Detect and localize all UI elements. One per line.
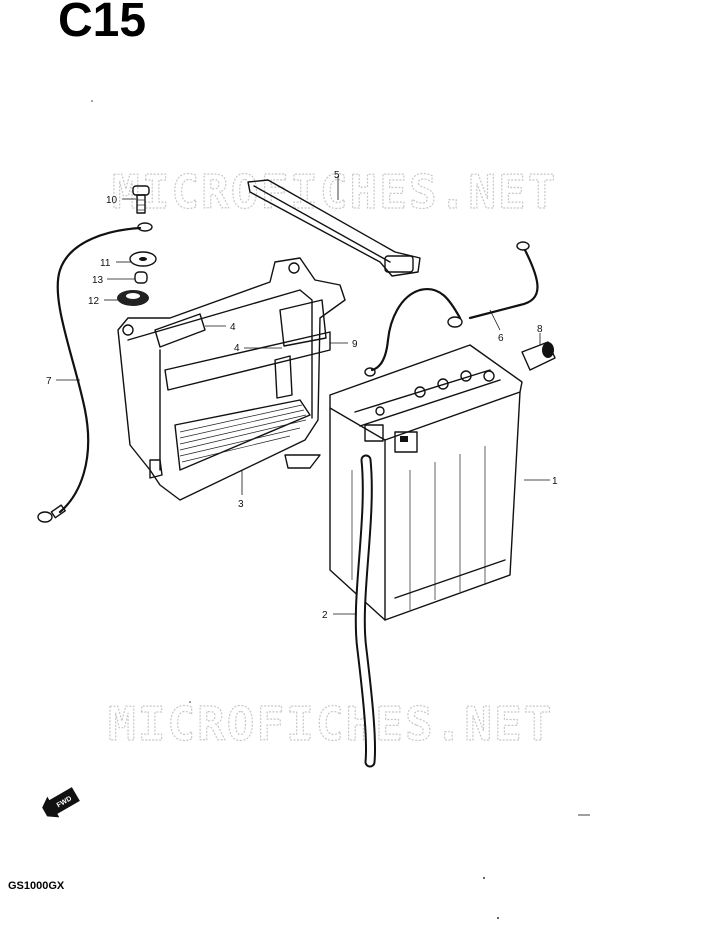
forward-arrow-icon: FWD xyxy=(42,787,80,818)
callout-7: 7 xyxy=(46,376,52,387)
callout-1: 1 xyxy=(552,476,558,487)
callout-2: 2 xyxy=(322,610,328,621)
watermark-top: MICROFICHES.NET xyxy=(112,165,557,219)
leader-lines xyxy=(56,176,550,615)
callout-5: 5 xyxy=(334,170,340,181)
callout-12: 12 xyxy=(88,296,100,307)
battery-lead-wire-part-6 xyxy=(364,241,539,377)
breather-tube-part-2 xyxy=(354,454,377,768)
battery-strap-part-5 xyxy=(247,179,421,277)
collar-part-13 xyxy=(134,271,148,284)
callout-6: 6 xyxy=(498,333,504,344)
battery-part-1 xyxy=(329,344,523,621)
cushion-part-12 xyxy=(117,290,149,306)
callout-8: 8 xyxy=(537,324,543,335)
battery-band-part-9 xyxy=(154,299,331,399)
battery-holder-part-3 xyxy=(117,257,346,501)
callout-10: 10 xyxy=(106,195,118,206)
washer-part-11 xyxy=(129,251,157,267)
callout-3: 3 xyxy=(238,499,244,510)
bolt-part-10 xyxy=(132,185,150,214)
watermark-bottom: MICROFICHES.NET xyxy=(108,697,553,751)
callout-4a: 4 xyxy=(230,322,236,333)
callout-9: 9 xyxy=(352,339,358,350)
terminal-cover-part-8 xyxy=(521,341,556,371)
callout-11: 11 xyxy=(100,258,111,269)
model-name: GS1000GX xyxy=(8,880,65,892)
callout-13: 13 xyxy=(92,275,104,286)
callout-4b: 4 xyxy=(234,343,240,354)
diagram-code-header: C15 xyxy=(58,0,146,47)
ground-lead-wire-part-7 xyxy=(37,222,153,523)
